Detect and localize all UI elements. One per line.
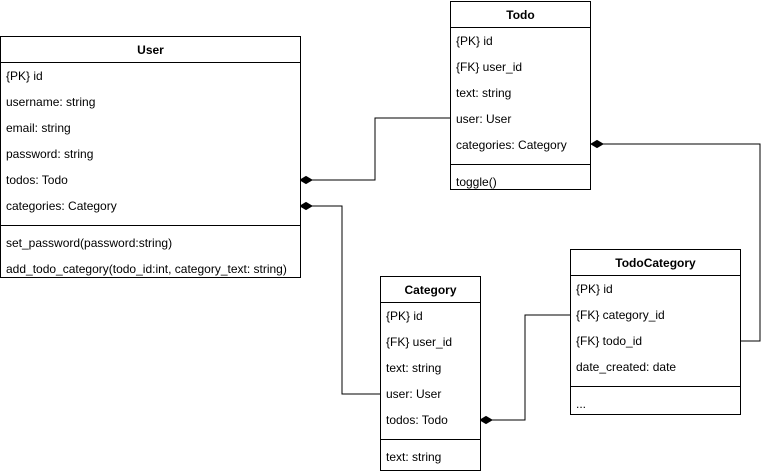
category-class[interactable]: Category {PK} id {FK} user_id text: stri… xyxy=(380,276,481,471)
user-method-set-password: set_password(password:string) xyxy=(6,236,173,250)
todocategory-method-ellipsis: ... xyxy=(576,397,587,411)
todocategory-class-title: TodoCategory xyxy=(571,250,740,276)
todo-method-toggle: toggle() xyxy=(456,175,497,189)
todocategory-attr-id: {PK} id xyxy=(576,282,613,296)
todocategory-methods: ... xyxy=(571,387,740,417)
category-methods: text: string xyxy=(381,440,480,470)
todo-attr-categories: categories: Category xyxy=(456,138,567,152)
user-methods: set_password(password:string) add_todo_c… xyxy=(1,226,300,282)
composition-diamond-user-categories xyxy=(299,201,313,211)
user-method-add-todo-category: add_todo_category(todo_id:int, category_… xyxy=(6,262,287,276)
user-attr-todos: todos: Todo xyxy=(6,173,68,187)
todocategory-attr-date-created: date_created: date xyxy=(576,360,677,374)
todocategory-attr-category-id: {FK} category_id xyxy=(576,308,665,322)
category-class-title: Category xyxy=(381,277,480,303)
category-attr-id: {PK} id xyxy=(386,309,423,323)
todo-methods: toggle() xyxy=(451,165,590,195)
user-class-title: User xyxy=(1,37,300,63)
todo-attr-id: {PK} id xyxy=(456,34,493,48)
composition-diamond-user-todos xyxy=(299,175,313,185)
composition-diamond-todo-categories xyxy=(590,139,604,149)
category-attr-user-id: {FK} user_id xyxy=(386,335,453,349)
category-attr-user: user: User xyxy=(386,387,442,401)
category-method-text: text: string xyxy=(386,450,442,464)
user-attr-password: password: string xyxy=(6,147,94,161)
connector-user-todo xyxy=(312,117,450,181)
connector-category-todocategory xyxy=(492,314,570,421)
todo-class-title: Todo xyxy=(451,2,590,28)
category-attributes: {PK} id {FK} user_id text: string user: … xyxy=(381,303,480,440)
todocategory-attr-todo-id: {FK} todo_id xyxy=(576,334,643,348)
connector-user-category xyxy=(312,205,380,395)
user-class[interactable]: User {PK} id username: string email: str… xyxy=(0,36,301,278)
todocategory-attributes: {PK} id {FK} category_id {FK} todo_id da… xyxy=(571,276,740,387)
composition-diamond-category-todos xyxy=(479,415,493,425)
todocategory-class[interactable]: TodoCategory {PK} id {FK} category_id {F… xyxy=(570,249,741,415)
todo-attr-user-id: {FK} user_id xyxy=(456,60,523,74)
todo-attr-text: text: string xyxy=(456,86,512,100)
todo-attributes: {PK} id {FK} user_id text: string user: … xyxy=(451,28,590,165)
user-attributes: {PK} id username: string email: string p… xyxy=(1,63,300,226)
user-attr-username: username: string xyxy=(6,95,96,109)
category-attr-text: text: string xyxy=(386,361,442,375)
user-attr-id: {PK} id xyxy=(6,69,43,83)
todo-attr-user: user: User xyxy=(456,112,512,126)
todo-class[interactable]: Todo {PK} id {FK} user_id text: string u… xyxy=(450,1,591,190)
category-attr-todos: todos: Todo xyxy=(386,413,448,427)
user-attr-email: email: string xyxy=(6,121,71,135)
user-attr-categories: categories: Category xyxy=(6,199,117,213)
